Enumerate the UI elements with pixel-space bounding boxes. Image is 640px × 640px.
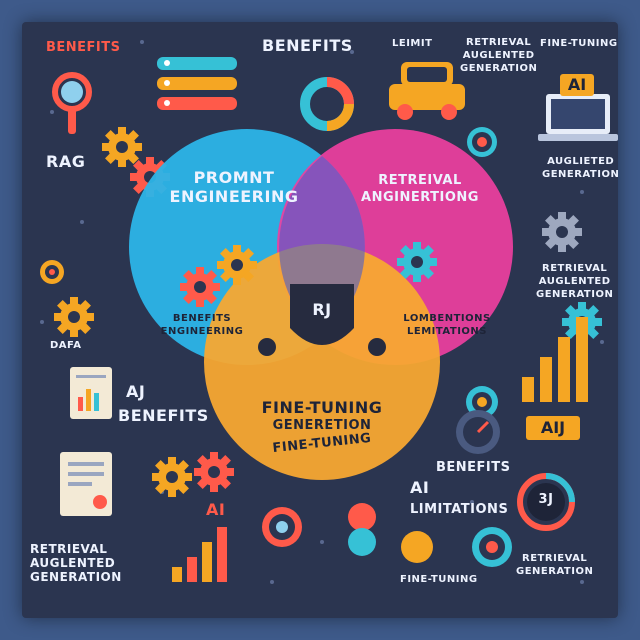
list-bars-icon <box>157 57 237 110</box>
report-document-icon <box>70 367 112 419</box>
car-icon <box>389 62 465 120</box>
document-icon <box>60 452 112 516</box>
label-finetuning-top: FINE-TUNING <box>540 38 618 49</box>
label-benefits-top-left: BENEFITS <box>46 40 121 55</box>
donut-chart-icon <box>300 77 354 131</box>
target-icon-2 <box>40 260 64 284</box>
venn-gear-left-small <box>180 267 220 307</box>
label-benefits-left: BENEFITS <box>118 406 209 425</box>
label-rag-top: RETRIEVAL AUGLENTED GENERATION <box>460 37 538 74</box>
venn-gear-left <box>217 245 257 285</box>
label-3j: 3J <box>538 492 554 507</box>
target-icon-1 <box>467 127 497 157</box>
label-retrieval-right: RETRIEVAL AUGLENTED GENERATION <box>536 263 614 300</box>
gear-icon-5 <box>152 457 192 497</box>
venn-right-title: RETREIVAL ANGINERTIONG <box>361 173 479 205</box>
venn-center-shield <box>290 284 354 345</box>
gear-icon-4 <box>542 212 582 252</box>
ai-badge-top: AI <box>560 74 594 96</box>
label-retrieval-bottom-right: RETRIEVAL GENERATION <box>516 553 594 577</box>
label-aj-left: AJ <box>126 382 146 401</box>
label-augmented-right: AUGLIETED GENERATION <box>542 156 618 180</box>
laptop-icon <box>538 94 618 141</box>
label-retrieval-bottom-left: RETRIEVAL AUGLENTED GENERATION <box>30 542 122 584</box>
gear-icon-3 <box>54 297 94 337</box>
venn-circle-bottom <box>204 244 440 480</box>
magnifier-icon <box>52 72 92 134</box>
venn-bottom-sub: GENERETION <box>272 418 372 433</box>
label-limitations-right: LIMITATIONS <box>410 502 509 517</box>
label-finetuning-bottom: FINE-TUNING <box>400 574 478 585</box>
gauge-icon <box>456 410 500 454</box>
venn-right-sub: LOMBENTIONS LEMITATIONS <box>403 313 491 337</box>
venn-bottom-title: FINE-TUNING <box>261 398 383 417</box>
bar-chart-icon-right <box>522 317 588 402</box>
label-data-left: DAFA <box>50 340 82 351</box>
gear-icon-1 <box>102 127 142 167</box>
venn-diagram <box>129 129 513 480</box>
label-benefits-right: BENEFITS <box>436 460 511 475</box>
label-rag-left: RAG <box>46 152 86 171</box>
label-benefits-top-center: BENEFITS <box>262 36 353 55</box>
ring-icon <box>517 473 575 531</box>
target-icon-5 <box>472 527 512 567</box>
target-icon-3 <box>466 386 498 418</box>
decorations-layer <box>40 40 618 584</box>
venn-left-title: PROMNT ENGINEERING <box>169 168 299 206</box>
gear-icon-6 <box>194 452 234 492</box>
aij-badge: AIJ <box>526 416 580 440</box>
venn-gear-right <box>397 242 437 282</box>
label-ai-right: AI <box>410 478 430 497</box>
stacked-circles-icon <box>348 503 433 563</box>
target-icon-4 <box>262 507 302 547</box>
venn-left-sub: BENEFITS ENGINEERING <box>160 313 244 337</box>
bar-chart-icon-bottom <box>172 527 227 582</box>
venn-dot-right <box>368 338 386 356</box>
label-ai-left: AI <box>206 500 226 519</box>
infographic-board: BENEFITS BENEFITS LEIMIT RETRIEVAL AUGLE… <box>22 22 618 618</box>
label-limit-top: LEIMIT <box>392 38 433 49</box>
venn-center-label: RJ <box>312 300 332 319</box>
venn-dot-left <box>258 338 276 356</box>
